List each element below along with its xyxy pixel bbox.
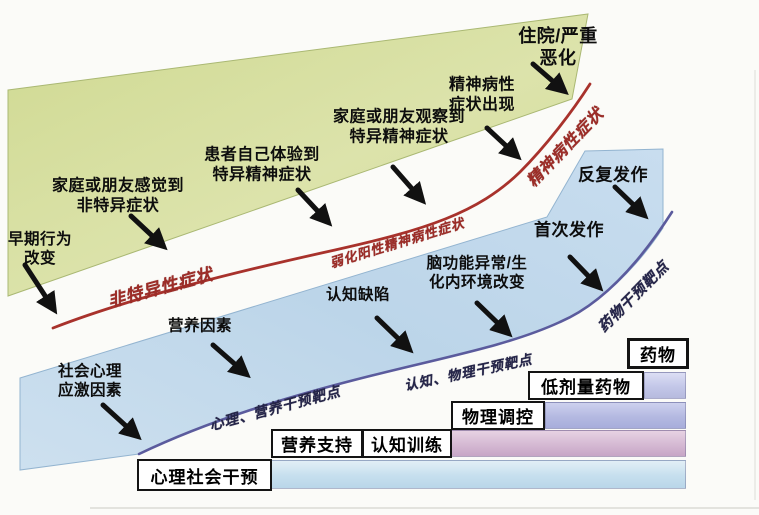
arrow-cognitive-deficit (374, 315, 414, 354)
intervention-box-low-dose-drug: 低剂量药物 (528, 371, 644, 400)
label-psychosocial-stress: 社会心理应激因素 (57, 363, 123, 399)
green-symptom-band (7, 13, 589, 297)
label-cognitive-deficit: 认知缺陷 (325, 286, 391, 304)
intervention-box-psychosocial: 心理社会干预 (137, 459, 272, 491)
label-psychotic-symptoms-appear: 精神病性症状出现 (448, 76, 516, 113)
intervention-bar-low-dose-drug (644, 372, 686, 399)
intervention-box-cognitive-training: 认知训练 (362, 429, 452, 458)
scan-artifact-right-edge (754, 70, 756, 500)
arrow-hospitalization (530, 61, 569, 96)
arrow-psychotic-onset (484, 125, 522, 161)
arrow-patient-specific (295, 187, 333, 227)
arrow-nutrition-factors (210, 342, 251, 379)
intervention-box-physical-regulation: 物理调控 (451, 401, 545, 430)
label-hospitalization-deterioration: 住院/严重恶化 (518, 26, 598, 68)
arrow-brain-dysfunction (474, 300, 513, 338)
label-first-episode: 首次发作 (534, 220, 604, 240)
intervention-bar-cognitive-training (451, 430, 686, 457)
arrow-first-episode (567, 254, 604, 292)
intervention-box-nutrition-support: 营养支持 (271, 429, 363, 458)
intervention-box-drug: 药物 (627, 338, 689, 369)
arrow-relapse (612, 184, 649, 220)
arrow-psychosocial-stress (100, 402, 142, 441)
label-family-observes-specific: 家庭或朋友观察到特异精神症状 (332, 108, 466, 145)
label-patient-experiences-specific: 患者自己体验到特异精神症状 (204, 146, 320, 183)
label-family-feels-nonspecific: 家庭或朋友感觉到非特异症状 (51, 177, 185, 214)
arrow-family-specific (390, 164, 427, 205)
scan-artifact-bottom-edge (90, 507, 759, 509)
intervention-bar-psychosocial (271, 460, 686, 489)
red-symptom-curve (51, 82, 592, 330)
intervention-bar-physical-regulation (545, 402, 686, 429)
label-nutrition-factors: 营养因素 (167, 317, 233, 335)
arrow-family-nonspecific (128, 213, 168, 251)
label-early-behavior-change: 早期行为改变 (7, 231, 73, 267)
purple-intervention-curve (137, 210, 674, 456)
label-relapse: 反复发作 (578, 165, 648, 185)
arrow-early-behavior (22, 262, 58, 315)
label-brain-dysfunction: 脑功能异常/生化内环境改变 (426, 255, 528, 291)
